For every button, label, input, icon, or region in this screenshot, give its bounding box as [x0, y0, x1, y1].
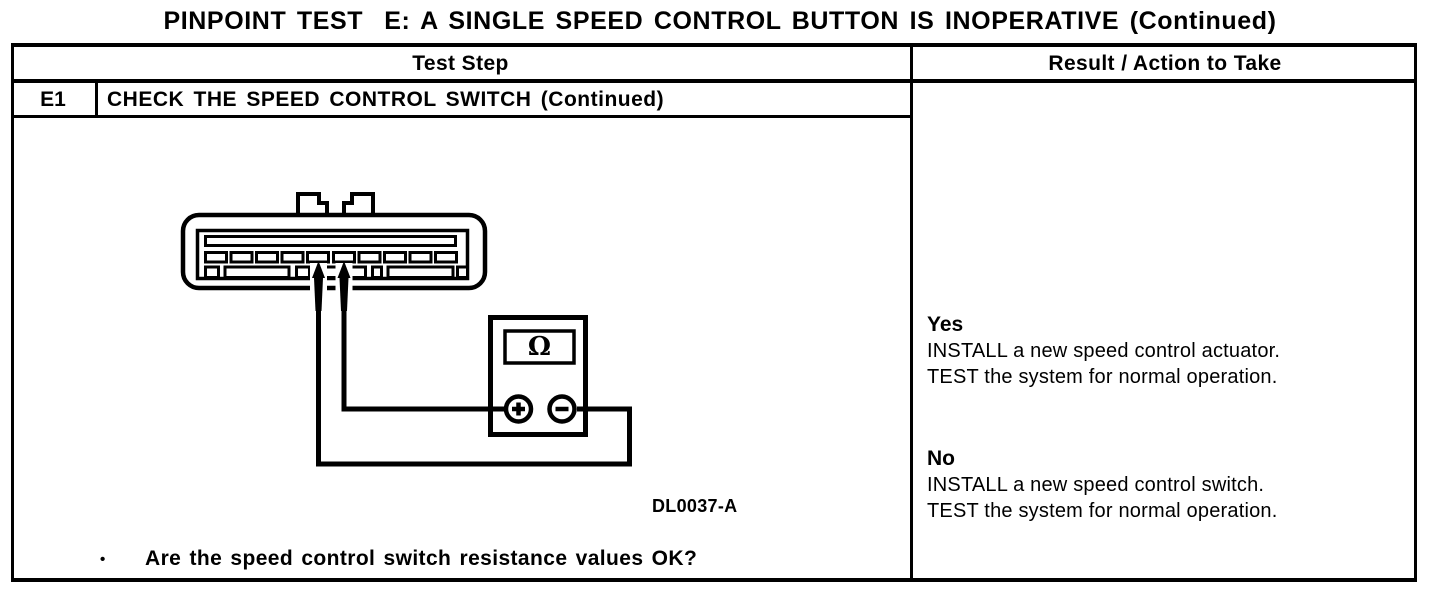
- connector-tab-left-icon: [296, 192, 329, 215]
- ohmmeter-terminals: [503, 394, 577, 424]
- plus-icon: [512, 402, 525, 416]
- yes-action-line-1: INSTALL a new speed control actuator.: [927, 340, 1281, 362]
- connector-pin-row: [204, 251, 458, 264]
- table-outer-border: [11, 43, 1417, 582]
- positive-lead-wire: [341, 300, 505, 412]
- ohmmeter-display: [503, 329, 576, 365]
- test-connection-diagram: Ω: [180, 192, 632, 467]
- step-title-cell: CHECK THE SPEED CONTROL SWITCH (Continue…: [107, 88, 665, 111]
- connector-tab-right-icon: [342, 192, 375, 215]
- table-header-divider: [11, 79, 1417, 83]
- no-label: No: [927, 447, 955, 470]
- test-probes: [310, 261, 353, 311]
- step-row-divider: [11, 115, 910, 118]
- yes-label: Yes: [927, 313, 964, 336]
- step-id-cell-divider: [95, 83, 98, 115]
- no-action-line-2: TEST the system for normal operation.: [927, 500, 1278, 522]
- no-action-line-1: INSTALL a new speed control switch.: [927, 474, 1265, 496]
- column-header-result-action: Result / Action to Take: [1048, 52, 1282, 75]
- connector-drawing: [180, 192, 488, 291]
- step-id-cell: E1: [40, 88, 66, 111]
- question-text: Are the speed control switch resistance …: [145, 547, 698, 570]
- connector-top-slot: [204, 235, 457, 247]
- result-yes-block: Yes INSTALL a new speed control actuator…: [927, 312, 1407, 390]
- yes-action-line-2: TEST the system for normal operation.: [927, 366, 1278, 388]
- probe-left-icon: [312, 261, 325, 311]
- test-lead-wires: [316, 300, 632, 467]
- ohm-symbol: Ω: [528, 332, 551, 362]
- bullet-icon: •: [100, 551, 106, 568]
- figure-label: DL0037-A: [652, 496, 738, 516]
- column-header-test-step: Test Step: [412, 52, 509, 75]
- page-title: PINPOINT TEST E: A SINGLE SPEED CONTROL …: [163, 7, 1277, 35]
- negative-lead-wire: [316, 300, 632, 467]
- table-column-divider: [910, 43, 913, 582]
- result-no-block: No INSTALL a new speed control switch. T…: [927, 446, 1407, 524]
- probe-right-icon: [337, 261, 351, 311]
